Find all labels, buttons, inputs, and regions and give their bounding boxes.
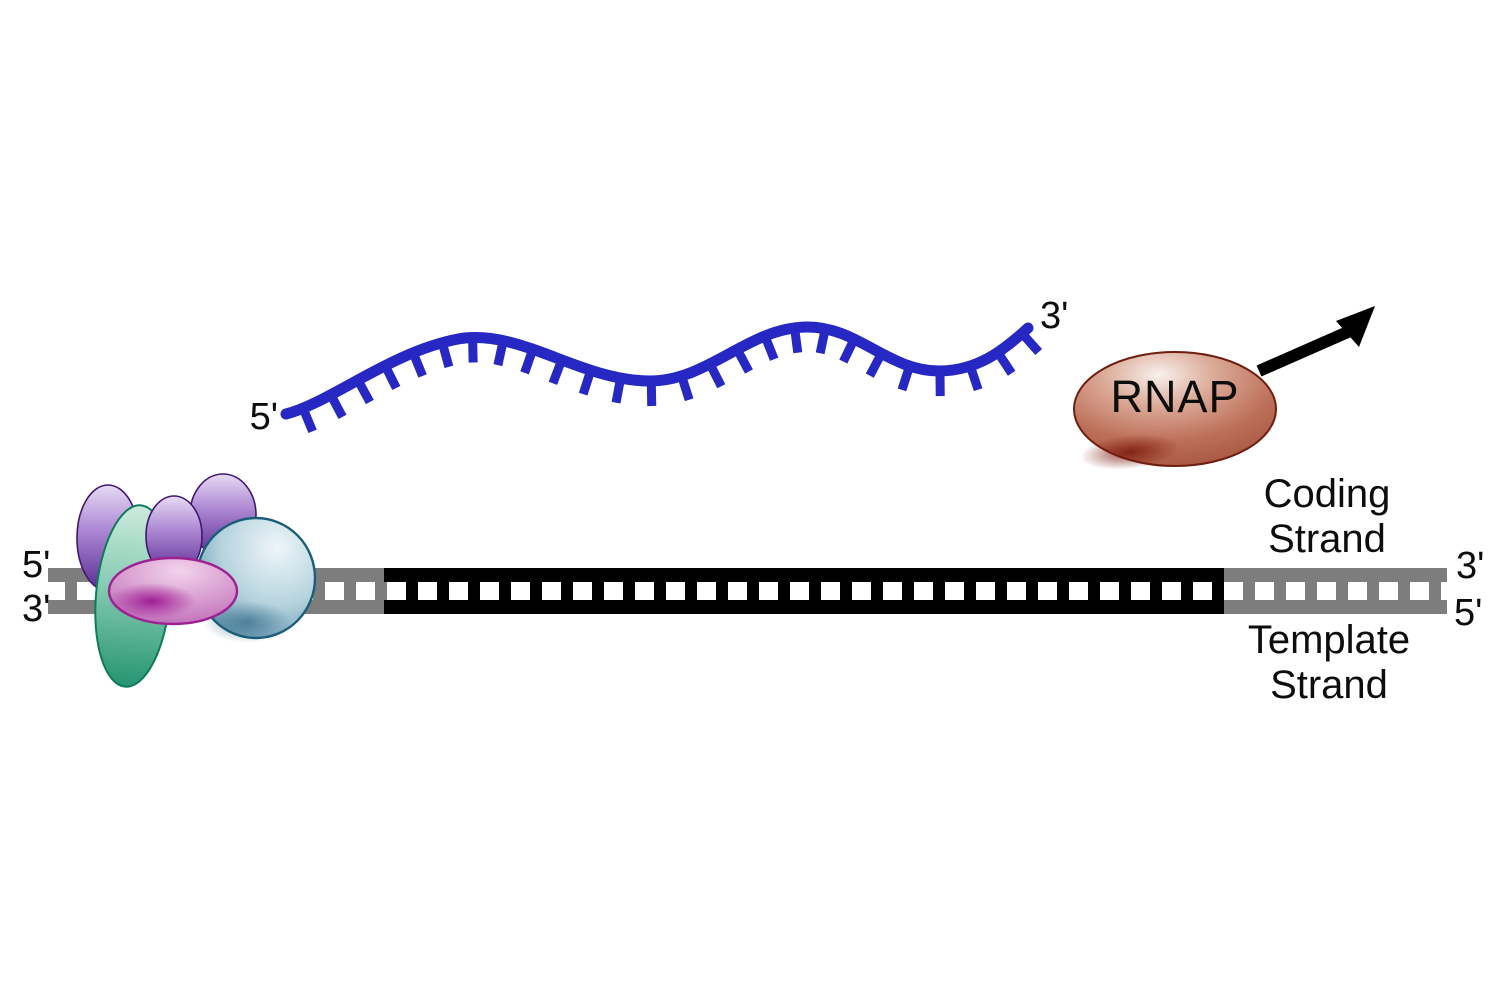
mrna-nucleotide-tick <box>578 370 595 396</box>
rnap-shading <box>1080 434 1180 470</box>
dna-base-pair-rung <box>1119 568 1131 614</box>
dna-base-pair-rung <box>592 568 604 614</box>
dna-base-pair-rung <box>561 568 573 614</box>
dna-base-pair-rung <box>1088 568 1100 614</box>
coding-strand-label-line2: Strand <box>1268 517 1386 561</box>
dna-base-pair-rung <box>499 568 511 614</box>
mrna-nucleotide-tick <box>1020 331 1043 356</box>
mrna-nucleotide-tick <box>966 366 983 392</box>
dna-base-pair-rung <box>840 568 852 614</box>
mrna-3prime-label: 3' <box>1040 295 1068 337</box>
dna-base-pair-rung <box>716 568 728 614</box>
rna-polymerase: RNAP <box>1073 351 1277 470</box>
dna-base-pair-rung <box>1429 568 1441 614</box>
dna-right-5prime-label: 5' <box>1454 592 1482 634</box>
mrna-nucleotide-tick <box>354 379 374 405</box>
template-strand-label: Template Strand <box>1248 618 1410 707</box>
dna-base-pair-rung <box>1057 568 1069 614</box>
mrna-nucleotide-tick <box>409 352 427 378</box>
dna-base-pair-rung <box>809 568 821 614</box>
coding-strand-label-line1: Coding <box>1264 472 1391 516</box>
dna-base-pair-rung <box>902 568 914 614</box>
mrna-nucleotide-tick <box>995 351 1016 376</box>
mrna-nucleotide-tick <box>520 349 537 375</box>
dna-base-pair-rung <box>933 568 945 614</box>
mrna-nucleotide-tick <box>677 376 694 402</box>
dna-left-5prime-label: 5' <box>22 544 50 586</box>
direction-arrow-shaft <box>1256 325 1353 377</box>
mrna-backbone <box>280 321 1034 420</box>
rnap-label: RNAP <box>1110 371 1239 422</box>
mrna-nucleotide-tick <box>611 379 625 404</box>
protein-subunit-magenta-shading <box>108 583 196 619</box>
dna-base-pair-rung <box>685 568 697 614</box>
template-strand-label-line1: Template <box>1248 618 1410 662</box>
mrna-nucleotide-tick <box>865 353 885 378</box>
dna-base-pair-rung <box>344 568 356 614</box>
direction-arrow-head <box>1336 306 1375 347</box>
dna-base-pair-rung <box>1212 568 1224 614</box>
dna-base-pair-rung <box>654 568 666 614</box>
dna-base-pair-rung <box>437 568 449 614</box>
dna-base-pair-rung <box>871 568 883 614</box>
dna-base-pair-rung <box>1243 568 1255 614</box>
dna-base-pair-rungs-transcribed <box>406 568 1224 614</box>
mrna-nucleotide-ticks <box>299 329 1043 434</box>
dna-base-pair-rung <box>468 568 480 614</box>
mrna-nucleotide-tick <box>790 329 803 354</box>
mrna-nucleotide-tick <box>734 349 753 374</box>
dna-base-pair-rung <box>995 568 1007 614</box>
dna-base-pair-rung <box>747 568 759 614</box>
dna-base-pair-rung <box>1305 568 1317 614</box>
dna-base-pair-rung <box>1398 568 1410 614</box>
dna-base-pair-rung <box>1367 568 1379 614</box>
dna-base-pair-rung <box>1274 568 1286 614</box>
mrna-nucleotide-tick <box>327 394 347 420</box>
mrna-nucleotide-tick <box>381 365 401 390</box>
mrna-nucleotide-tick <box>438 343 454 368</box>
transcription-factor-complex <box>76 473 317 688</box>
dna-base-pair-rung <box>1336 568 1348 614</box>
mrna-nucleotide-tick <box>935 372 945 397</box>
dna-base-pair-rung <box>623 568 635 614</box>
mrna-strand <box>280 321 1043 434</box>
dna-base-pair-rung <box>1181 568 1193 614</box>
dna-base-pair-rung <box>778 568 790 614</box>
mrna-nucleotide-tick <box>299 408 317 434</box>
mrna-nucleotide-tick <box>897 366 914 392</box>
mrna-5prime-label: 5' <box>250 396 278 438</box>
dna-base-pair-rung <box>1150 568 1162 614</box>
mrna-nucleotide-tick <box>839 338 858 364</box>
mrna-nucleotide-tick <box>493 341 508 367</box>
dna-base-pair-rung <box>964 568 976 614</box>
dna-right-3prime-label: 3' <box>1456 545 1484 587</box>
coding-strand-label: Coding Strand <box>1264 472 1391 561</box>
dna-left-3prime-label: 3' <box>22 588 50 630</box>
mrna-nucleotide-tick <box>646 382 657 407</box>
mrna-nucleotide-tick <box>706 363 726 389</box>
direction-arrow <box>1256 306 1375 377</box>
template-strand-label-line2: Strand <box>1270 663 1388 707</box>
mrna-nucleotide-tick <box>761 336 779 361</box>
mrna-nucleotide-tick <box>815 329 830 355</box>
dna-base-pair-rung <box>65 568 77 614</box>
dna-base-pair-rung <box>530 568 542 614</box>
mrna-nucleotide-tick <box>548 360 566 385</box>
mrna-nucleotide-tick <box>468 339 478 363</box>
dna-base-pair-rung <box>1026 568 1038 614</box>
dna-base-pair-rung <box>406 568 418 614</box>
